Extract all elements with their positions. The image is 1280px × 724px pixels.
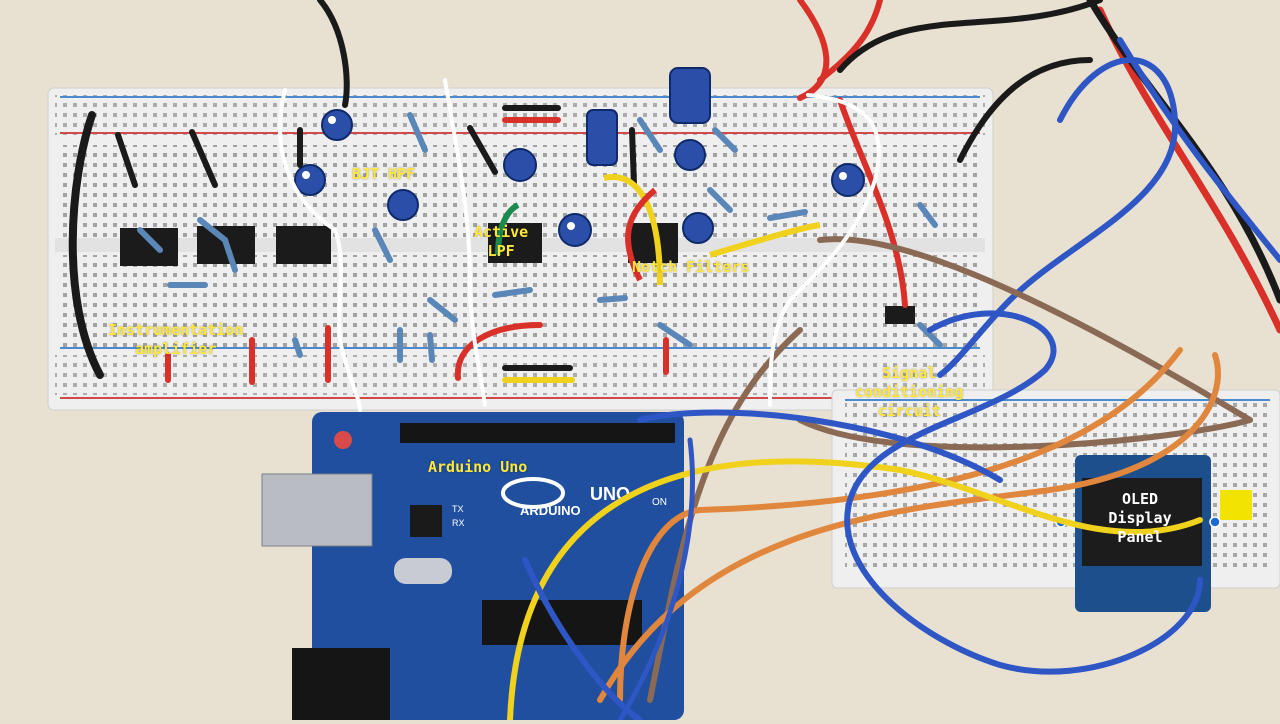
label-instrumentation-amplifier: Instrumentation amplifier bbox=[108, 321, 244, 358]
electrolytic-capacitors bbox=[294, 67, 865, 689]
arduino-rx-text: RX bbox=[452, 518, 465, 528]
label-notch-filters: Notch Filters bbox=[632, 258, 750, 276]
arduino-logo-icon bbox=[501, 477, 565, 509]
label-signal-conditioning-circuit: Signal conditioning circuit bbox=[855, 364, 964, 420]
ic-chips bbox=[120, 223, 915, 324]
annotation-separators bbox=[278, 78, 881, 412]
long-wires bbox=[317, 0, 1280, 723]
arduino-on-text: ON bbox=[652, 497, 667, 508]
label-oled-display-panel: OLED Display Panel bbox=[1108, 490, 1172, 546]
label-active-lpf: Active LPF bbox=[474, 223, 529, 260]
resistors bbox=[137, 112, 943, 363]
arduino-board: ARDUINO UNO ON TX RX bbox=[261, 412, 684, 720]
arduino-tx-text: TX bbox=[452, 504, 464, 514]
label-bjt-hpf: BJT HPF bbox=[352, 165, 416, 183]
short-jumpers bbox=[165, 117, 669, 385]
label-arduino-uno: Arduino Uno bbox=[428, 458, 528, 476]
